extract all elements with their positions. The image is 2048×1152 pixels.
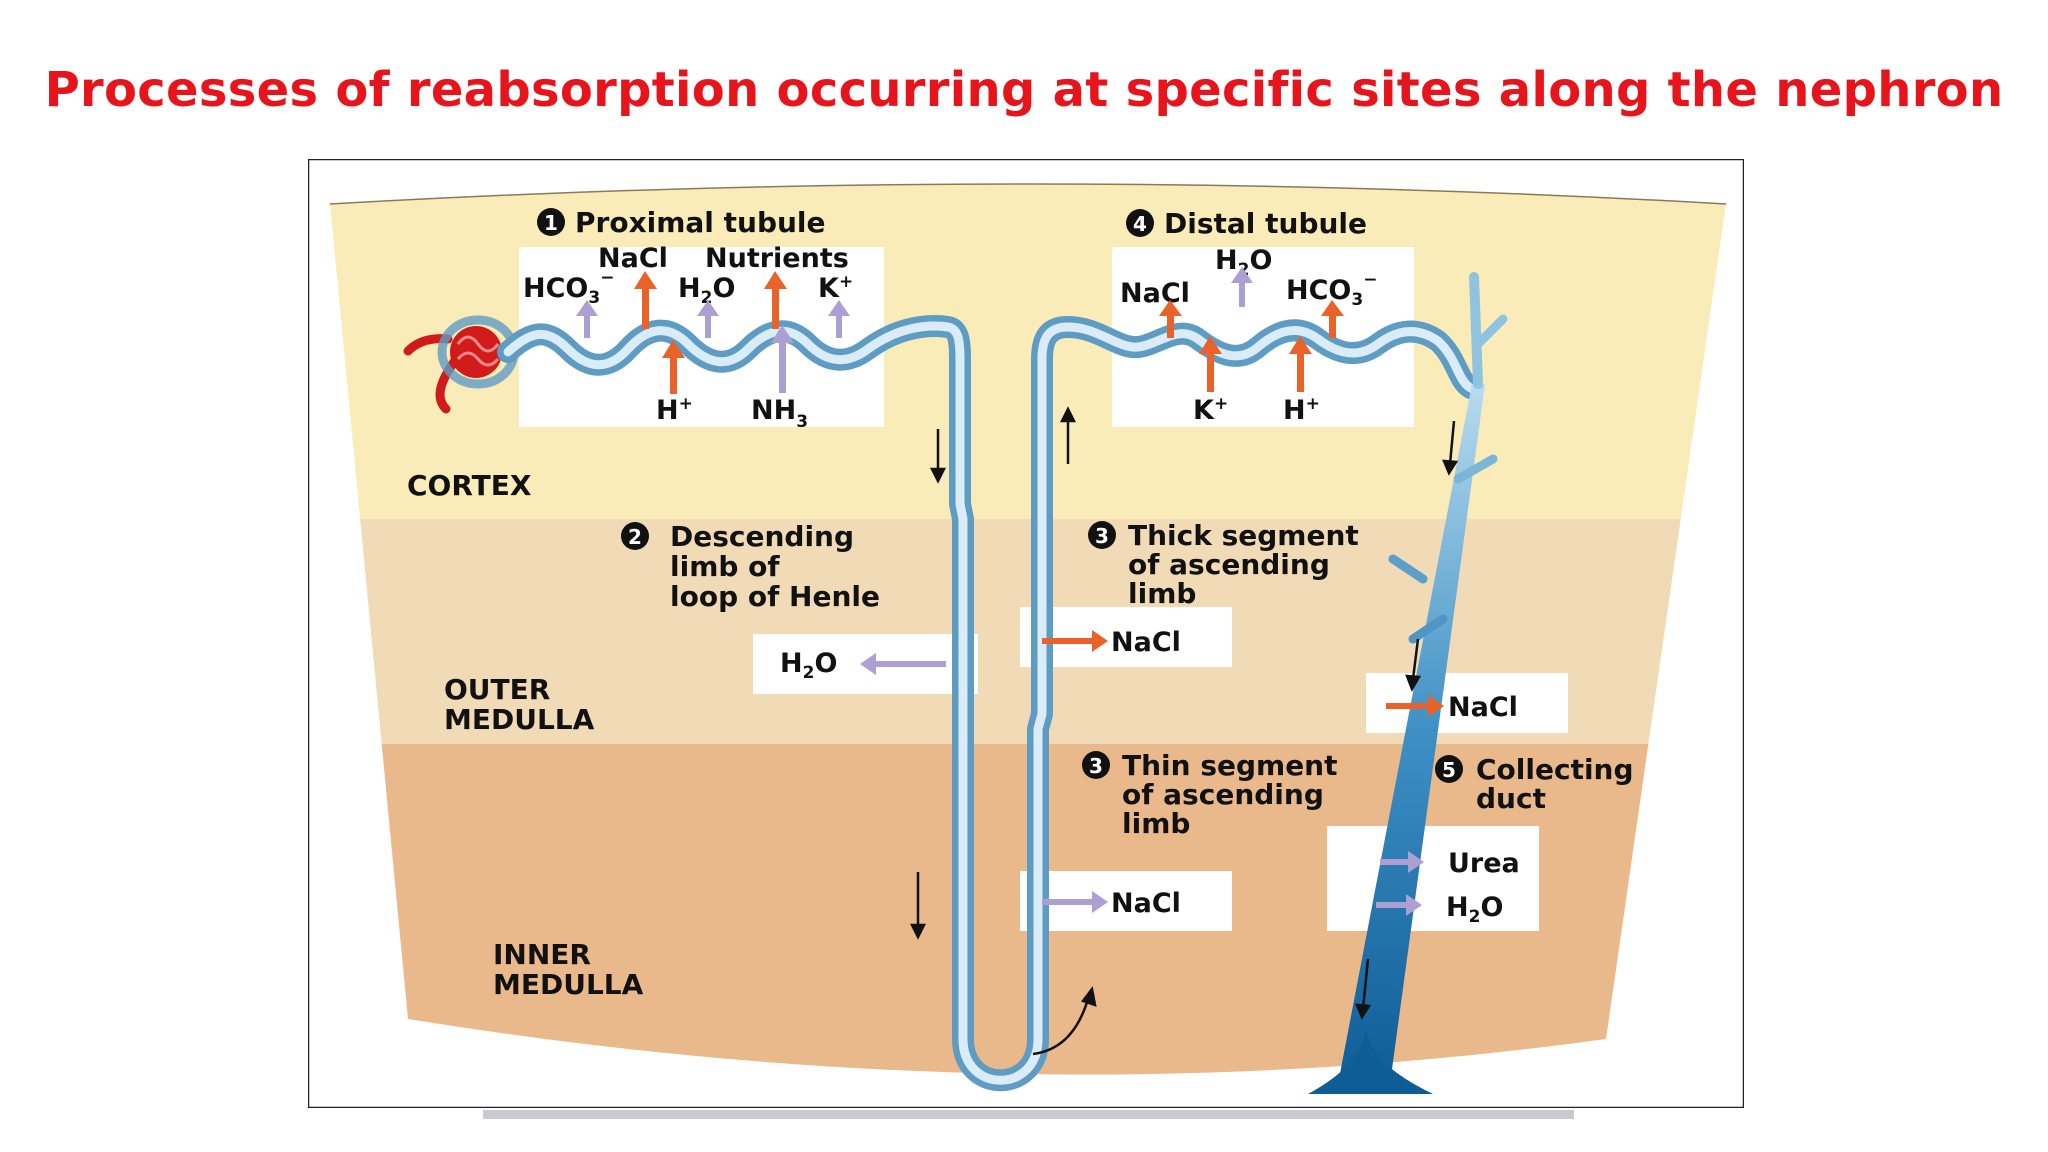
proximal-nacl-label: NaCl [598, 243, 668, 274]
distal-k-label: K+ [1193, 394, 1228, 426]
distal-arrows [1159, 267, 1344, 392]
outer-medulla-label-2: MEDULLA [444, 703, 595, 736]
thin-label-2: of ascending [1122, 778, 1324, 811]
thick-nacl-label: NaCl [1111, 627, 1181, 658]
proximal-h-label: H+ [656, 394, 693, 426]
proximal-nutrients-label: Nutrients [705, 243, 849, 274]
step-3-thick-number: 3 [1095, 524, 1109, 548]
step-4-number: 4 [1133, 212, 1147, 236]
duct-nacl-arrow [1386, 695, 1444, 717]
proximal-nh3-label: NH3 [751, 395, 808, 432]
thick-label-3: limb [1128, 577, 1196, 610]
thin-nacl-arrow [1042, 891, 1108, 913]
proximal-k-label: K+ [818, 272, 853, 304]
proximal-hco3-label: HCO3− [523, 268, 614, 308]
thin-nacl-label: NaCl [1111, 888, 1181, 919]
descending-label-3: loop of Henle [670, 580, 880, 613]
step-3-thin-number: 3 [1089, 754, 1103, 778]
distal-hco3-label: HCO3− [1286, 270, 1377, 310]
thick-nacl-box [1020, 607, 1232, 667]
step-5-number: 5 [1442, 758, 1456, 782]
step-1-number: 1 [544, 211, 558, 235]
inner-medulla-label-2: MEDULLA [493, 968, 644, 1001]
collecting-duct [1308, 272, 1508, 1094]
step-2-number: 2 [628, 525, 642, 549]
collecting-urea-label: Urea [1448, 848, 1520, 879]
descending-h2o-label: H2O [780, 648, 837, 683]
distal-tubule-label: Distal tubule [1164, 207, 1367, 240]
thin-label-1: Thin segment [1122, 749, 1338, 782]
nephron-diagram: CORTEX OUTER MEDULLA INNER MEDULLA [308, 159, 1744, 1108]
distal-nacl-label: NaCl [1120, 278, 1190, 309]
proximal-tubule-label: Proximal tubule [575, 206, 826, 239]
inner-medulla-label-1: INNER [493, 938, 591, 971]
descending-label-2: limb of [670, 550, 780, 583]
collecting-box [1327, 826, 1539, 931]
proximal-box [519, 247, 884, 427]
cortex-label: CORTEX [407, 469, 532, 502]
distal-h-label: H+ [1283, 394, 1320, 426]
outer-medulla-label-1: OUTER [444, 673, 550, 706]
proximal-arrows [576, 271, 850, 394]
duct-nacl-label: NaCl [1448, 692, 1518, 723]
descending-label-1: Descending [670, 520, 854, 553]
figure-shadow [483, 1110, 1574, 1119]
descending-h2o-arrow [860, 653, 946, 675]
proximal-h2o-label: H2O [678, 273, 735, 308]
collecting-arrows [1376, 851, 1424, 916]
thick-nacl-arrow [1042, 630, 1108, 652]
collecting-label-1: Collecting [1476, 753, 1634, 786]
page-title: Processes of reabsorption occurring at s… [44, 62, 2004, 118]
thick-label-2: of ascending [1128, 548, 1330, 581]
collecting-h2o-label: H2O [1446, 892, 1503, 927]
thick-label-1: Thick segment [1128, 519, 1359, 552]
collecting-label-2: duct [1476, 782, 1546, 815]
thin-label-3: limb [1122, 807, 1190, 840]
